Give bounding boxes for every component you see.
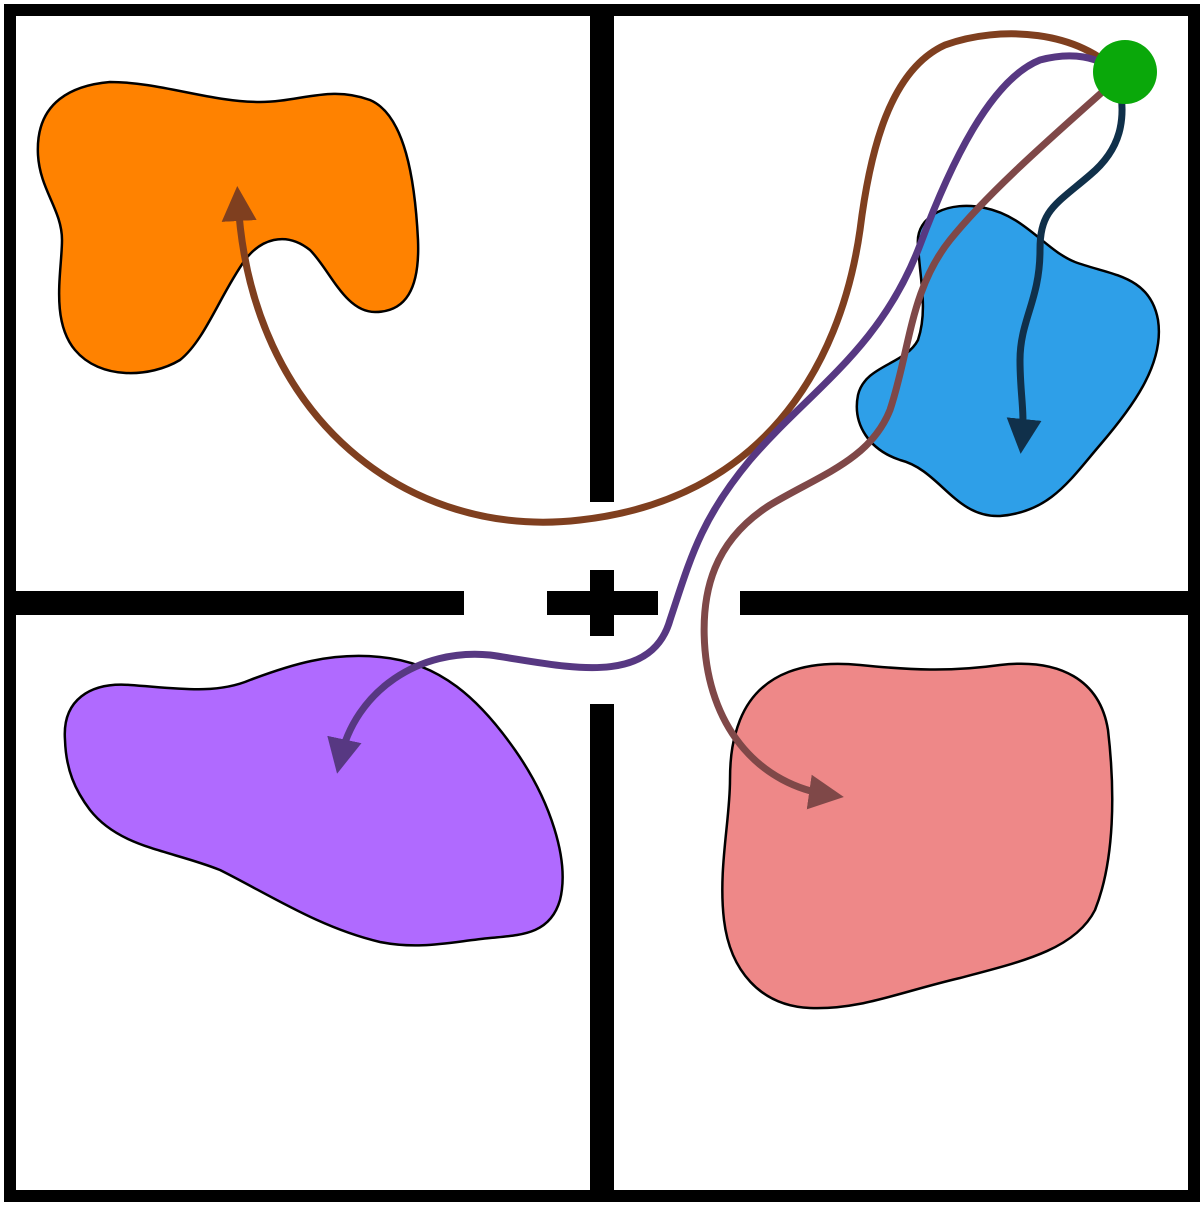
wall-horizontal-left: [4, 591, 464, 615]
route-to-pink: [700, 74, 1122, 810]
purple-region: [63, 654, 564, 947]
pink-region: [721, 662, 1114, 1010]
start-point: [1093, 40, 1157, 104]
wall-horizontal-right: [740, 591, 1196, 615]
route-to-purple: [327, 52, 1122, 774]
plus-icon: [547, 570, 658, 636]
blue-region: [855, 204, 1161, 518]
route-to-orange: [221, 30, 1124, 526]
route-to-blue: [1006, 74, 1126, 454]
wall-vertical-lower: [590, 704, 614, 1198]
wall-vertical-upper: [590, 4, 614, 502]
orange-region: [36, 80, 420, 375]
